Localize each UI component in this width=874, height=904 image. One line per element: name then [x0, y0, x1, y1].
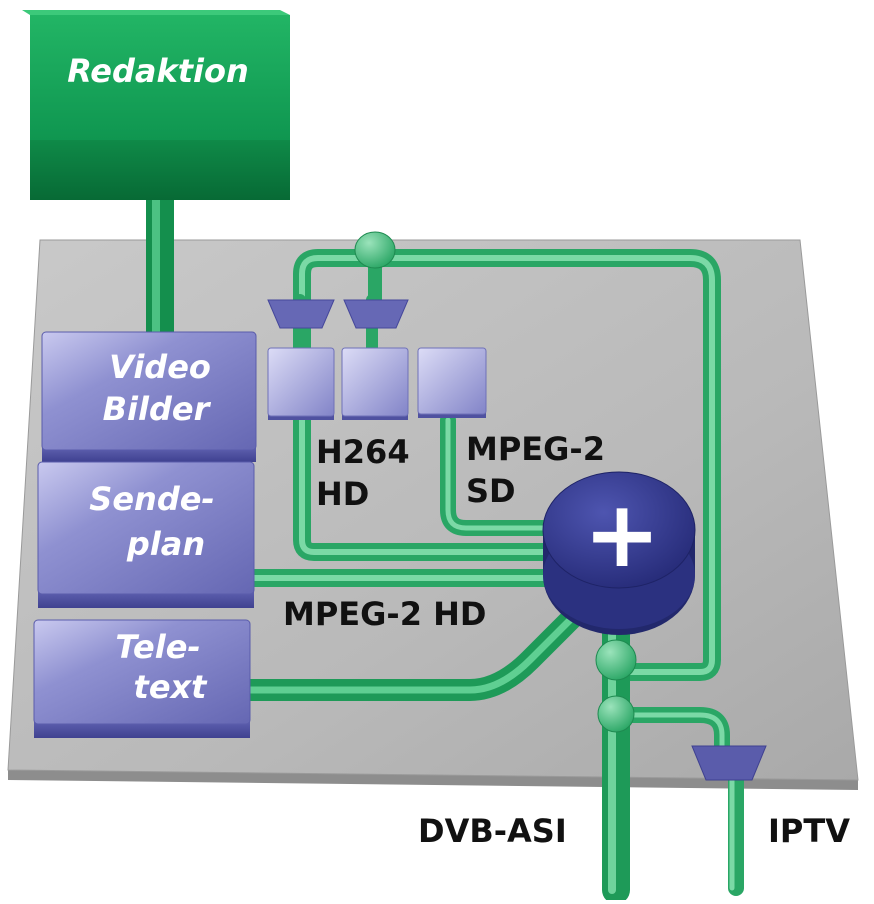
teletext-block: Tele- text — [33, 619, 251, 738]
teletext-label-line2: text — [134, 668, 209, 706]
video-bilder-block: Video Bilder — [41, 331, 257, 462]
sendeplan-label-line2: plan — [126, 525, 205, 563]
multiplexer: + — [542, 471, 696, 635]
teletext-label-line1: Tele- — [115, 628, 200, 666]
video-label-line2: Bilder — [103, 390, 212, 428]
sendeplan-label-line1: Sende- — [89, 480, 214, 518]
junction-nodes — [354, 231, 637, 733]
encoder-boxes — [267, 347, 487, 420]
multiplexer-plus: + — [583, 481, 660, 588]
mpeg2-sd-label-line2: SD — [466, 472, 516, 510]
encoder-connectors — [267, 299, 409, 329]
iptv-label: IPTV — [768, 812, 850, 850]
h264-label-line1: H264 — [316, 433, 410, 471]
mpeg2-sd-label-line1: MPEG-2 — [466, 430, 605, 468]
iptv-connector — [691, 745, 767, 781]
redaktion-label: Redaktion — [67, 52, 249, 90]
redaktion-block: Redaktion — [22, 10, 290, 200]
mpeg2-hd-label: MPEG-2 HD — [283, 595, 486, 633]
pipes — [146, 181, 744, 904]
dvb-asi-label: DVB-ASI — [418, 812, 567, 850]
signal-labels: H264 HD MPEG-2 SD MPEG-2 HD DVB-ASI IPTV — [283, 430, 850, 850]
h264-label-line2: HD — [316, 475, 369, 513]
sendeplan-block: Sende- plan — [37, 461, 255, 608]
video-label-line1: Video — [109, 348, 211, 386]
